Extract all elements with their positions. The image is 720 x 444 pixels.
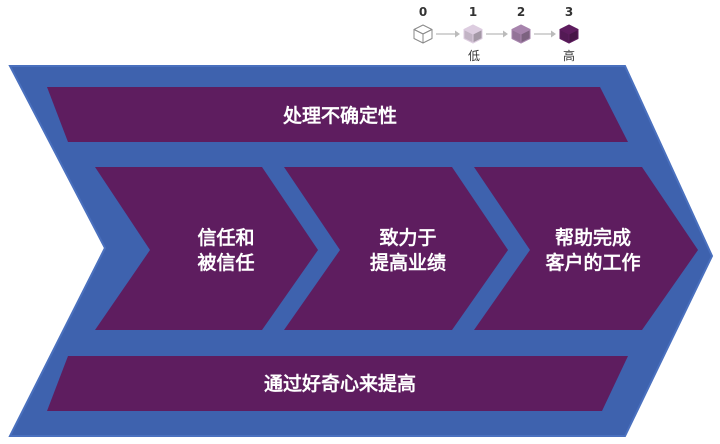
- top-band-label: 处理不确定性: [282, 104, 397, 127]
- cube-level-0-icon: [413, 24, 433, 44]
- legend-high-label: 高: [563, 48, 575, 63]
- chevron-1-label-line2: 被信任: [197, 251, 254, 274]
- bottom-band: [47, 356, 628, 411]
- cube-level-3-icon: [559, 24, 579, 44]
- legend-level-2-number: 2: [517, 5, 525, 19]
- cube-level-2-icon: [511, 24, 531, 44]
- arrow-right-icon: [534, 30, 556, 38]
- legend-level-3-number: 3: [565, 5, 573, 19]
- bottom-band-label: 通过好奇心来提高: [264, 372, 416, 395]
- chevron-1: [95, 167, 318, 330]
- chevron-2: [284, 167, 508, 330]
- top-band: [47, 87, 628, 142]
- chevron-2-label-line1: 致力于: [379, 226, 436, 249]
- legend-low-label: 低: [468, 49, 480, 63]
- chevron-3-label-line1: 帮助完成: [555, 226, 631, 249]
- chevron-3-label-line2: 客户的工作: [545, 251, 640, 274]
- chevron-3: [474, 167, 698, 330]
- legend-level-1-number: 1: [469, 5, 477, 19]
- arrow-right-icon: [486, 30, 508, 38]
- chevron-1-label-line1: 信任和: [197, 226, 254, 249]
- arrow-right-icon: [436, 30, 460, 38]
- cube-level-1-icon: [463, 24, 483, 44]
- legend-level-0-number: 0: [419, 5, 427, 19]
- level-legend: 0 1 2 3 低 高: [413, 5, 579, 63]
- chevron-2-label-line2: 提高业绩: [370, 251, 446, 274]
